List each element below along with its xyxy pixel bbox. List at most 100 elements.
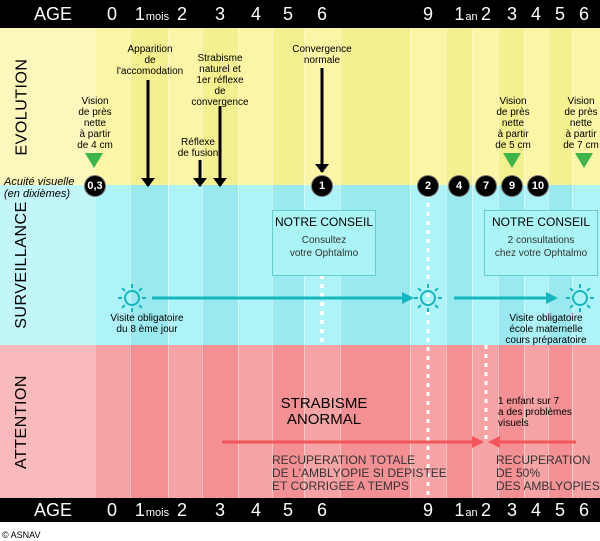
acuity-label: Acuité visuelle(en dixièmes) xyxy=(4,176,75,200)
column-shade xyxy=(272,28,304,185)
age-axis-bottom: AGE xyxy=(0,498,600,522)
column-shade xyxy=(202,185,238,345)
age-tick: 3 xyxy=(214,4,226,24)
age-tick: 6 xyxy=(316,500,328,520)
sun-ray xyxy=(434,304,439,309)
age-tick: 6 xyxy=(316,4,328,24)
age-tick: 6 xyxy=(578,4,590,24)
grid-line xyxy=(446,28,447,498)
arrow-fusion xyxy=(193,160,207,187)
column-shade xyxy=(340,345,410,498)
teal-arrow-2 xyxy=(454,292,558,304)
age-tick: 2 xyxy=(480,500,492,520)
sun-ray xyxy=(138,287,143,292)
vision-7cm-triangle xyxy=(575,153,593,168)
age-tick: 9 xyxy=(422,4,434,24)
column-shade xyxy=(130,345,168,498)
grid-line xyxy=(202,28,203,498)
column-shade xyxy=(498,345,524,498)
age-tick: 5 xyxy=(554,4,566,24)
teal-arrow-1 xyxy=(152,292,414,304)
column-shade xyxy=(446,345,472,498)
acuity-10: 10 xyxy=(528,176,548,196)
vision-4cm-triangle xyxy=(85,153,103,168)
column-shade xyxy=(340,28,410,185)
age-tick: 0 xyxy=(106,500,118,520)
arrow-accommodation xyxy=(141,80,155,187)
credit: © ASNAV xyxy=(2,530,41,540)
sun-ray xyxy=(417,287,422,292)
age-label-bottom: AGE xyxy=(34,500,73,520)
grid-line xyxy=(168,28,169,498)
grid-line xyxy=(410,28,411,498)
age-tick: 5 xyxy=(282,500,294,520)
acuity-4: 4 xyxy=(449,176,469,196)
sun-ray xyxy=(434,287,439,292)
age-tick: 2 xyxy=(480,4,492,24)
age-tick: 1an xyxy=(454,4,478,24)
sun-ray xyxy=(586,287,591,292)
age-tick: 9 xyxy=(422,500,434,520)
grid-line xyxy=(238,28,239,498)
sun-icon-6y xyxy=(566,284,594,312)
age-tick: 1an xyxy=(454,500,478,520)
sun-ray xyxy=(121,304,126,309)
age-tick: 1mois xyxy=(134,500,170,520)
sun-icon-8day xyxy=(118,284,146,312)
age-tick: 6 xyxy=(578,500,590,520)
sun-core xyxy=(124,290,140,306)
age-tick: 4 xyxy=(250,500,262,520)
age-tick: 3 xyxy=(506,500,518,520)
sun-icon-9m xyxy=(414,284,442,312)
age-tick: 2 xyxy=(176,4,188,24)
red-arrow-right xyxy=(488,436,576,448)
sun-core xyxy=(420,290,436,306)
sun-ray xyxy=(586,304,591,309)
age-tick: 0 xyxy=(106,4,118,24)
age-tick: 3 xyxy=(214,500,226,520)
sun-ray xyxy=(121,287,126,292)
arrow-strabisme xyxy=(213,106,227,187)
age-tick: 4 xyxy=(530,4,542,24)
sun-ray xyxy=(138,304,143,309)
age-tick: 4 xyxy=(530,500,542,520)
acuity-7: 7 xyxy=(476,176,496,196)
grid-line xyxy=(130,28,131,498)
red-arrow-left xyxy=(222,436,484,448)
column-shade xyxy=(548,28,572,185)
sun-ray xyxy=(417,304,422,309)
sun-ray xyxy=(569,304,574,309)
age-tick: 5 xyxy=(282,4,294,24)
acuity-03: 0,3 xyxy=(85,176,105,196)
column-shade xyxy=(446,185,472,345)
age-tick: 3 xyxy=(506,4,518,24)
column-shade xyxy=(548,345,572,498)
age-tick: 5 xyxy=(554,500,566,520)
column-shade xyxy=(130,185,168,345)
age-label-top: AGE xyxy=(34,4,73,24)
acuity-9: 9 xyxy=(502,176,522,196)
sun-core xyxy=(572,290,588,306)
age-tick: 4 xyxy=(250,4,262,24)
label-column xyxy=(0,28,96,498)
age-tick: 1mois xyxy=(134,4,170,24)
column-shade xyxy=(272,345,304,498)
column-shade xyxy=(202,345,238,498)
grid-line xyxy=(472,28,473,498)
column-shade xyxy=(446,28,472,185)
vision-5cm-triangle xyxy=(503,153,521,168)
